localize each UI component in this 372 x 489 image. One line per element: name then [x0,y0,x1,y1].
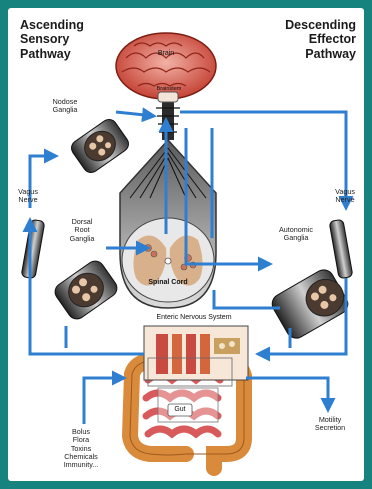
vagus-nerve-right-label: Vagus Nerve [327,188,363,205]
nodose-ganglia-label: Nodose Ganglia [40,98,90,115]
enteric-nervous-system-label: Enteric Nervous System [138,314,250,322]
vagus-nerve-left [21,219,45,279]
gut-label: Gut [166,406,194,414]
descending-header: Descending Effector Pathway [285,18,356,61]
spinal-cord-label: Spinal Cord [134,279,202,287]
autonomic-ganglia-label: Autonomic Ganglia [270,226,322,243]
dorsal-root-ganglia-label: Dorsal Root Ganglia [60,218,104,243]
vagus-nerve-left-label: Vagus Nerve [10,188,46,205]
diagram-canvas: Ascending Sensory Pathway Descending Eff… [8,8,364,481]
brainstem-label: Brainstem [154,86,184,92]
inputs-label: Bolus Flora Toxins Chemicals Immunity... [50,428,112,469]
brain-label: Brain [149,50,183,58]
vagus-nerve-right [329,219,353,279]
ascending-header: Ascending Sensory Pathway [20,18,84,61]
brainstem [156,92,180,140]
dorsal-root-ganglia [52,258,121,323]
nodose-ganglia [68,116,131,175]
gut [130,326,248,468]
outputs-label: Motility Secretion [304,416,356,433]
